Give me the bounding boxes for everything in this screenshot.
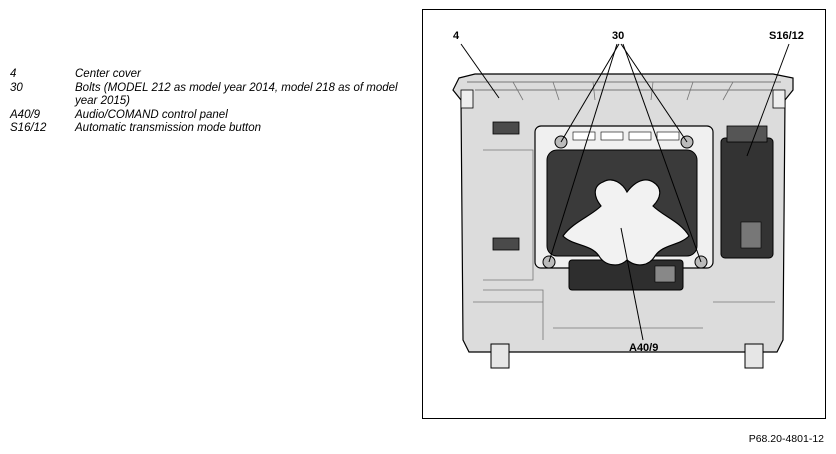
connector-pins xyxy=(654,265,676,283)
right-foot xyxy=(744,343,764,369)
legend-key: S16/12 xyxy=(10,122,47,134)
cover-top-ridge xyxy=(467,81,781,91)
leader-30-b xyxy=(620,43,688,143)
legend-description: Automatic transmission mode button xyxy=(75,122,262,134)
callout-a40-9: A40/9 xyxy=(629,342,659,354)
leader-lines xyxy=(460,43,790,341)
legend-description: Audio/COMAND control panel xyxy=(75,108,228,121)
legend-description: Center cover xyxy=(75,68,141,80)
legend-key: 4 xyxy=(10,68,17,80)
leader-30-a xyxy=(560,43,620,143)
left-slot-lower xyxy=(492,237,520,251)
leader-a40-9 xyxy=(620,227,644,341)
callout-4: 4 xyxy=(453,30,460,42)
center-console-drawing xyxy=(452,43,794,369)
callout-s16-12: S16/12 xyxy=(769,30,804,42)
bottom-panel-lines xyxy=(473,301,775,329)
left-panel-lines xyxy=(483,149,544,340)
legend: 4 Center cover 30 Bolts (MODEL 212 as mo… xyxy=(10,68,410,136)
legend-row-30: 30 Bolts (MODEL 212 as model year 2014, … xyxy=(10,82,410,109)
cross-bracket xyxy=(562,179,690,266)
legend-row-4: 4 Center cover xyxy=(10,68,410,82)
legend-description: Bolts (MODEL 212 as model year 2014, mod… xyxy=(75,81,398,108)
left-clip xyxy=(460,89,474,109)
leader-s16-12 xyxy=(746,43,790,157)
legend-row-a40-9: A40/9 Audio/COMAND control panel xyxy=(10,109,410,123)
leader-30-c xyxy=(548,43,618,263)
right-clip xyxy=(772,89,786,109)
legend-row-s16-12: S16/12 Automatic transmission mode butto… xyxy=(10,122,410,136)
bracket-vents xyxy=(572,131,680,141)
legend-key: A40/9 xyxy=(10,108,41,121)
mode-button-top xyxy=(726,125,768,143)
mode-button-connector xyxy=(740,221,762,249)
left-slot-upper xyxy=(492,121,520,135)
figure-id: P68.20-4801-12 xyxy=(748,433,824,445)
left-foot xyxy=(490,343,510,369)
leader-4 xyxy=(460,43,500,99)
callout-30: 30 xyxy=(612,30,625,42)
figure-frame: 4 30 S16/12 A40/9 xyxy=(422,9,826,419)
cover-ribs xyxy=(512,81,734,101)
leader-30-d xyxy=(622,43,702,263)
legend-key: 30 xyxy=(10,81,23,94)
